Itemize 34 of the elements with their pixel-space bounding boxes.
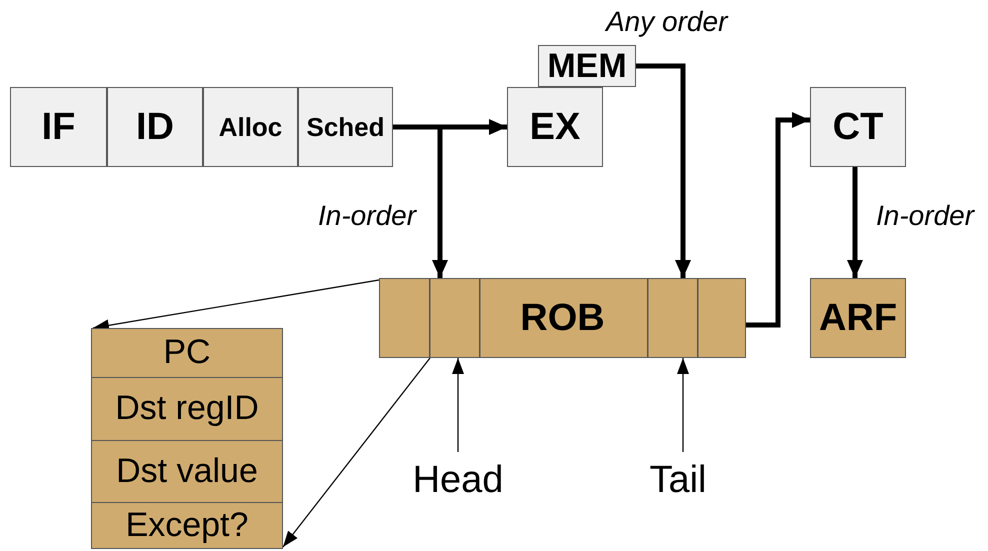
stage-label: ID — [136, 106, 174, 148]
order-note: In-order — [318, 200, 416, 232]
field-label: Dst regID — [115, 389, 259, 428]
pointer-arrow — [452, 358, 464, 452]
field-label: Dst value — [116, 452, 258, 492]
buffer-box — [810, 278, 906, 358]
field-label: PC — [163, 333, 211, 372]
stage-label: MEM — [547, 46, 627, 86]
pointer-arrow — [282, 358, 430, 548]
arrow — [847, 167, 863, 278]
field-label: Except? — [126, 506, 248, 546]
stage-box — [298, 87, 393, 167]
stage-label: Sched — [306, 112, 385, 142]
arrow — [746, 112, 810, 328]
arrow — [636, 64, 691, 278]
stage-box — [810, 87, 906, 167]
entry-table — [91, 328, 283, 549]
order-note: Any order — [606, 6, 728, 38]
stage-label: IF — [42, 106, 76, 148]
stage-label: ROB — [520, 296, 605, 340]
pointer-label: Tail — [649, 458, 707, 502]
stage-box — [538, 45, 636, 87]
buffer-box — [379, 278, 746, 358]
stage-box — [507, 87, 603, 167]
stage-label: ARF — [818, 296, 898, 340]
stage-label: CT — [832, 106, 884, 148]
stage-label: Alloc — [218, 112, 282, 142]
stage-box — [10, 87, 107, 167]
order-note: In-order — [876, 200, 974, 232]
stage-box — [107, 87, 203, 167]
pointer-arrow — [677, 358, 689, 452]
stage-label: EX — [530, 106, 580, 148]
stage-box — [203, 87, 298, 167]
pointer-label: Head — [412, 458, 504, 502]
